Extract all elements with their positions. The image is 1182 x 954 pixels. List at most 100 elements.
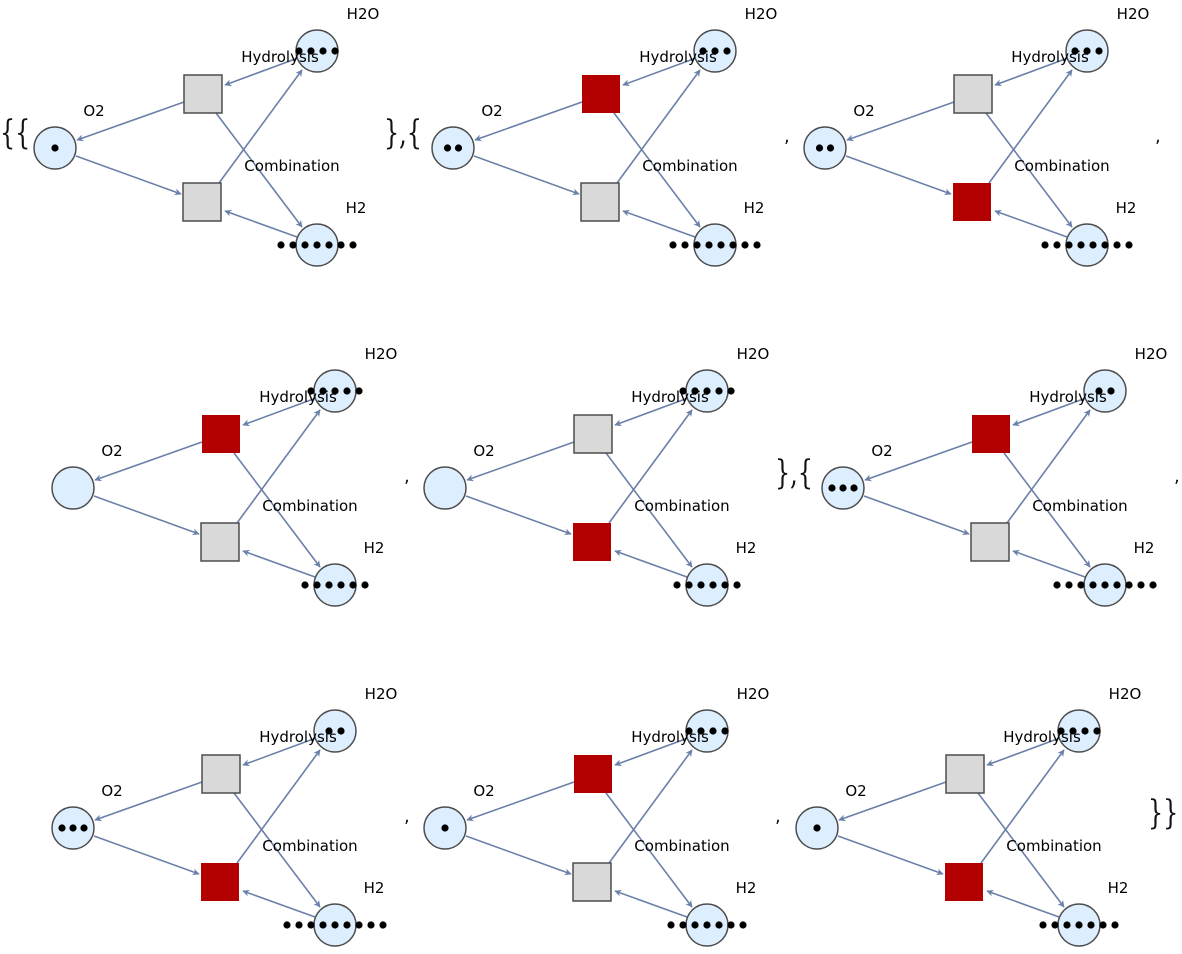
token: [1077, 581, 1085, 589]
transition-combination: [572, 862, 612, 902]
arc-combination-to-h2o: [608, 749, 693, 864]
token: [1113, 581, 1121, 589]
token: [1095, 387, 1103, 395]
token: [691, 921, 699, 929]
comma-separator: ,: [775, 806, 781, 827]
token: [721, 727, 729, 735]
token: [839, 484, 847, 492]
token: [283, 921, 291, 929]
arc-combination-to-h2o: [218, 69, 303, 184]
label-combination: Combination: [634, 837, 729, 855]
arc-o2-to-combination: [75, 155, 182, 196]
arc-h2o-to-hydrolysis: [242, 397, 317, 427]
token: [1039, 921, 1047, 929]
token: [337, 241, 345, 249]
token: [703, 921, 711, 929]
label-h2o: H2O: [1109, 685, 1142, 703]
token: [717, 241, 725, 249]
transition-combination-active: [945, 863, 983, 901]
token: [277, 241, 285, 249]
label-combination: Combination: [1032, 497, 1127, 515]
token: [828, 484, 836, 492]
token: [331, 47, 339, 55]
arc-o2-to-combination: [465, 495, 572, 536]
token: [319, 921, 327, 929]
token: [307, 387, 315, 395]
label-hydrolysis: Hydrolysis: [241, 48, 319, 66]
transition-combination: [970, 522, 1010, 562]
token: [349, 241, 357, 249]
token: [319, 47, 327, 55]
token: [1111, 921, 1119, 929]
label-combination: Combination: [1006, 837, 1101, 855]
token: [1063, 921, 1071, 929]
token: [325, 241, 333, 249]
arc-hydrolysis-to-h2: [1003, 452, 1091, 568]
token: [709, 727, 717, 735]
token: [331, 921, 339, 929]
token: [325, 581, 333, 589]
brace-close-outer: }}: [1148, 793, 1179, 833]
token: [813, 824, 821, 832]
token: [1101, 241, 1109, 249]
arc-hydrolysis-to-h2: [215, 112, 303, 228]
token: [673, 581, 681, 589]
arc-h2o-to-hydrolysis: [1012, 397, 1087, 427]
token: [69, 824, 77, 832]
token: [1083, 47, 1091, 55]
arc-combination-to-h2o: [980, 749, 1065, 864]
arc-hydrolysis-to-h2: [605, 792, 693, 908]
arc-h2-to-combination: [224, 209, 298, 238]
token: [301, 581, 309, 589]
arc-hydrolysis-to-o2: [466, 781, 575, 822]
arc-h2o-to-hydrolysis: [242, 737, 317, 767]
token: [727, 921, 735, 929]
place-o2: [51, 466, 95, 510]
label-hydrolysis: Hydrolysis: [259, 728, 337, 746]
token: [361, 581, 369, 589]
arc-h2-to-combination: [986, 889, 1060, 918]
arc-h2o-to-hydrolysis: [622, 57, 697, 87]
label-combination: Combination: [244, 157, 339, 175]
transition-hydrolysis: [183, 74, 223, 114]
token: [741, 241, 749, 249]
token: [1071, 47, 1079, 55]
token: [295, 921, 303, 929]
label-h2o: H2O: [1135, 345, 1168, 363]
transition-hydrolysis-active: [972, 415, 1010, 453]
token: [307, 921, 315, 929]
comma-separator: ,: [404, 806, 410, 827]
token: [1081, 727, 1089, 735]
token: [723, 47, 731, 55]
label-o2: O2: [871, 442, 892, 460]
transition-hydrolysis: [953, 74, 993, 114]
token: [685, 581, 693, 589]
token: [58, 824, 66, 832]
arc-o2-to-combination: [837, 835, 944, 876]
token: [1149, 581, 1157, 589]
token: [697, 727, 705, 735]
transition-hydrolysis: [201, 754, 241, 794]
arc-hydrolysis-to-h2: [233, 792, 321, 908]
label-o2: O2: [845, 782, 866, 800]
label-o2: O2: [101, 442, 122, 460]
token: [319, 387, 327, 395]
token: [441, 824, 449, 832]
token: [703, 387, 711, 395]
token: [1065, 241, 1073, 249]
token: [739, 921, 747, 929]
token: [1089, 581, 1097, 589]
token: [1093, 727, 1101, 735]
label-hydrolysis: Hydrolysis: [1003, 728, 1081, 746]
label-combination: Combination: [642, 157, 737, 175]
label-o2: O2: [853, 102, 874, 120]
label-o2: O2: [481, 102, 502, 120]
token: [343, 387, 351, 395]
arc-hydrolysis-to-o2: [466, 441, 575, 482]
arc-hydrolysis-to-o2: [94, 441, 203, 482]
token: [850, 484, 858, 492]
arc-h2-to-combination: [242, 549, 316, 578]
